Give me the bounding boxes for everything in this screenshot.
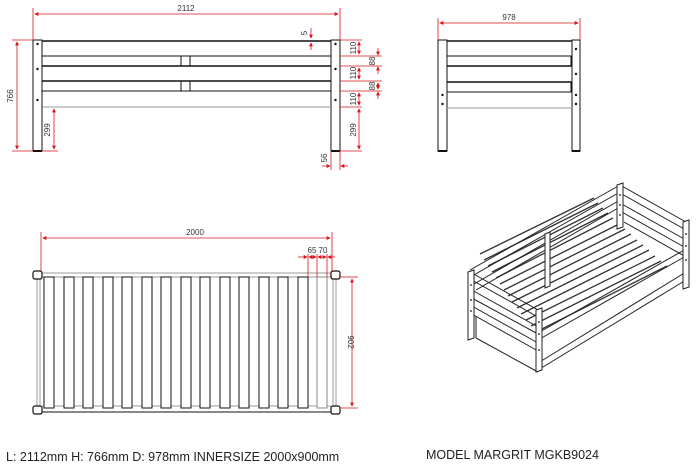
rail-label-2: 110 (349, 66, 358, 79)
side-view: 978 (437, 13, 581, 152)
height-label: 766 (6, 89, 15, 103)
slats (43, 276, 328, 409)
top-gap-label: 5 (300, 30, 309, 35)
left-post (32, 39, 43, 152)
isometric-view (467, 182, 690, 373)
rail-label-3: 110 (349, 92, 358, 105)
front-view: 2112 766 299 5 110 110 110 299 88 88 56 (6, 4, 382, 170)
slat-gap-label: 70 (319, 246, 328, 255)
length-label: 2112 (177, 4, 195, 13)
top-width-label: 902 (346, 335, 355, 349)
leg-right-label: 299 (349, 123, 358, 137)
rail-label-1: 110 (349, 41, 358, 54)
model-caption: MODEL MARGRIT MGKB9024 (426, 448, 599, 462)
rails (42, 40, 331, 108)
slat-width-label: 65 (308, 246, 317, 255)
gap-label-2: 88 (368, 81, 377, 90)
top-length-label: 2000 (186, 228, 204, 237)
side-width-label: 978 (502, 13, 516, 22)
post-width-label: 56 (320, 153, 329, 162)
gap-label-1: 88 (368, 56, 377, 65)
right-post (330, 39, 341, 152)
top-view: 2000 65 70 902 (32, 228, 358, 415)
front-dimensions (12, 8, 382, 170)
dimensions-caption: L: 2112mm H: 766mm D: 978mm INNERSIZE 20… (6, 450, 340, 464)
leg-left-label: 299 (43, 123, 52, 137)
